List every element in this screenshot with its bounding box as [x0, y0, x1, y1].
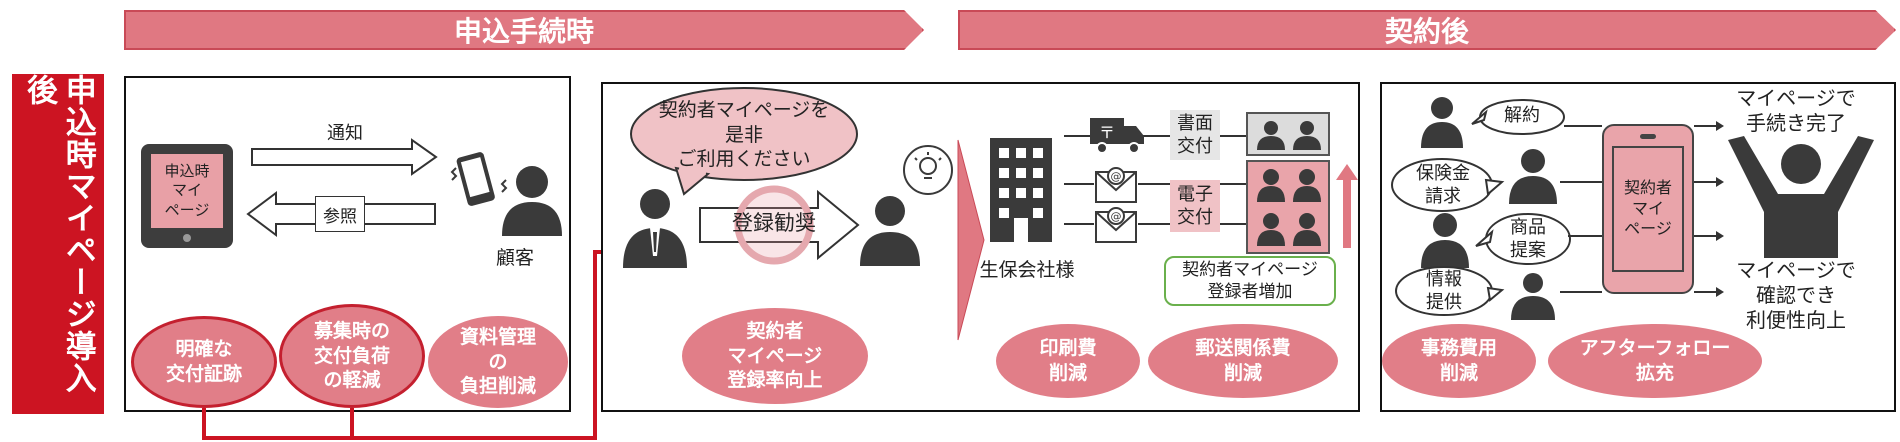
reference-label: 参照	[323, 206, 357, 227]
benefit-admin-cost: 事務費用 削減	[1382, 324, 1536, 398]
salesperson-icon	[623, 189, 687, 268]
phase-header-application-label: 申込手続時	[453, 15, 594, 48]
paper-delivery-label: 書面 交付	[1170, 110, 1220, 160]
benefit-reduced-document-management: 資料管理 の 負担削減	[428, 316, 568, 408]
email-icon: @	[1095, 167, 1137, 203]
person-icon	[1257, 169, 1285, 202]
registration-arrow-label: 登録勧奨	[732, 211, 816, 235]
bubble-cancellation: 解約	[1504, 105, 1540, 126]
person-icon	[1509, 149, 1557, 204]
speech-bubble-shape	[1475, 213, 1571, 265]
electronic-delivery-label: 電子 交付	[1170, 180, 1220, 232]
sidebar-label-text: 申込時マイページ導入後	[21, 74, 96, 394]
speech-bubble-shape	[1471, 99, 1565, 135]
person-icon	[1421, 213, 1469, 268]
delivery-truck-icon: 〒	[1090, 118, 1144, 154]
phase-header-after-contract: 契約後	[958, 10, 1896, 50]
transition-chevron	[957, 139, 985, 341]
phase-header-application: 申込手続時	[124, 10, 924, 50]
customer-person-icon	[502, 166, 562, 236]
person-icon	[1257, 213, 1285, 246]
person-icon	[1293, 213, 1321, 246]
phase-header-after-contract-label: 契約後	[1384, 15, 1469, 48]
speech-bubble-shape	[1395, 266, 1505, 316]
benefit-after-follow: アフターフォロー 拡充	[1548, 324, 1762, 398]
person-icon	[1293, 169, 1321, 202]
reference-label-box: 参照	[315, 196, 365, 232]
bubble-information: 情報 提供	[1426, 269, 1462, 314]
registration-arrow	[699, 185, 860, 265]
tablet-home-button	[183, 234, 191, 242]
electronic-delivery-text: 電子 交付	[1177, 183, 1213, 228]
cheering-person-icon	[1728, 136, 1874, 258]
phone-label: 契約者 マイ ページ	[1623, 177, 1672, 239]
lightbulb-icon	[903, 145, 953, 195]
benefit-reduced-delivery-load: 募集時の 交付負荷 の軽減	[279, 304, 425, 408]
tablet-icon: 申込時 マイ ページ	[141, 144, 233, 248]
building-icon	[990, 138, 1052, 242]
contractor-person-icon	[860, 196, 920, 266]
increase-up-arrow	[1336, 164, 1358, 248]
notify-arrow	[251, 138, 438, 176]
benefit-postage-cost: 郵送関係費 削減	[1148, 324, 1338, 398]
smartphone-mypage-icon: 契約者 マイ ページ	[1602, 124, 1694, 294]
bubble-claim: 保険金 請求	[1416, 163, 1470, 208]
speech-bubble-shape	[630, 87, 858, 196]
customer-label: 顧客	[495, 247, 534, 269]
sidebar-label: 申込時マイページ導入後	[12, 74, 104, 414]
phone-speaker	[1640, 134, 1656, 139]
person-icon	[1421, 97, 1463, 148]
registrant-increase-label: 契約者マイページ 登録者増加	[1182, 259, 1318, 302]
speech-bubble-shape	[1391, 158, 1505, 212]
paper-delivery-text: 書面 交付	[1177, 112, 1213, 157]
person-icon	[1511, 273, 1555, 320]
benefit-printing-cost: 印刷費 削減	[996, 324, 1140, 398]
bubble-product-proposal: 商品 提案	[1510, 217, 1546, 262]
speech-bubble-text: 契約者マイページを 是非 ご利用ください	[658, 99, 830, 171]
svg-text:@: @	[1111, 210, 1122, 223]
result-procedure-complete: マイページで 手続き完了	[1736, 86, 1856, 135]
electronic-recipients	[1246, 160, 1330, 254]
benefit-clear-delivery-evidence: 明確な 交付証跡	[131, 316, 277, 408]
person-icon	[1257, 121, 1285, 150]
benefit-registration-rate: 契約者 マイページ 登録率向上	[682, 308, 868, 404]
notify-label: 通知	[327, 123, 363, 144]
svg-text:〒: 〒	[1099, 123, 1115, 142]
person-icon	[1293, 121, 1321, 150]
tablet-screen: 申込時 マイ ページ	[151, 154, 223, 228]
phone-screen: 契約者 マイ ページ	[1612, 146, 1684, 272]
tablet-label: 申込時 マイ ページ	[164, 161, 210, 219]
registrant-increase-box: 契約者マイページ 登録者増加	[1164, 256, 1336, 306]
paper-recipients	[1246, 112, 1330, 156]
svg-text:@: @	[1111, 170, 1122, 183]
email-icon: @	[1095, 207, 1137, 243]
result-convenience-improved: マイページで 確認でき 利便性向上	[1736, 258, 1856, 332]
smartphone-vibrate-icon	[450, 152, 508, 206]
company-label: 生保会社様	[979, 259, 1075, 281]
